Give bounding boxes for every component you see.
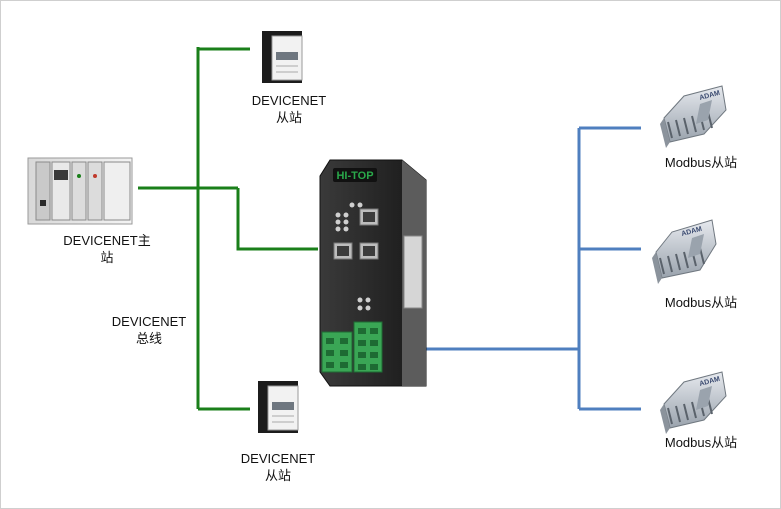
gateway-brand-text: HI-TOP — [336, 170, 373, 182]
modbus-slave-2-icon — [652, 219, 717, 284]
modbus-bus-lines — [426, 126, 641, 411]
devicenet-bus-label: DEVICENET 总线 — [104, 313, 194, 347]
devicenet-slave-bottom-label: DEVICENET 从站 — [236, 450, 320, 484]
modbus-slave-1-icon — [660, 85, 727, 148]
devicenet-slave-bottom-label-line1: DEVICENET — [240, 451, 316, 466]
devicenet-bus-label-line2: 总线 — [135, 331, 162, 346]
devicenet-slave-top-icon — [262, 31, 303, 83]
devicenet-bus-lines — [138, 47, 318, 411]
devicenet-master-label-line1: DEVICENET主 — [63, 233, 151, 248]
devicenet-slave-top-label-line2: 从站 — [275, 110, 302, 125]
devicenet-slave-top-label: DEVICENET 从站 — [249, 92, 329, 126]
devicenet-branch-gateway — [236, 188, 318, 251]
modbus-slave-1-label: Modbus从站 — [664, 155, 738, 170]
devicenet-slave-bottom-label-line2: 从站 — [264, 468, 291, 483]
devicenet-slave-top-label-line1: DEVICENET — [251, 93, 327, 108]
modbus-slave-3-label: Modbus从站 — [664, 435, 738, 450]
devicenet-master-label-line2: 站 — [100, 250, 114, 265]
modbus-slave-3-icon — [660, 371, 727, 434]
gateway-terminal-blocks — [321, 321, 383, 373]
plc-master-icon — [27, 157, 133, 225]
modbus-slave-2-label: Modbus从站 — [664, 295, 738, 310]
devicenet-bus-label-line1: DEVICENET — [111, 314, 187, 329]
devicenet-slave-bottom-icon — [258, 381, 299, 433]
devicenet-master-label: DEVICENET主 站 — [52, 232, 162, 266]
gateway-device-icon — [319, 159, 427, 387]
